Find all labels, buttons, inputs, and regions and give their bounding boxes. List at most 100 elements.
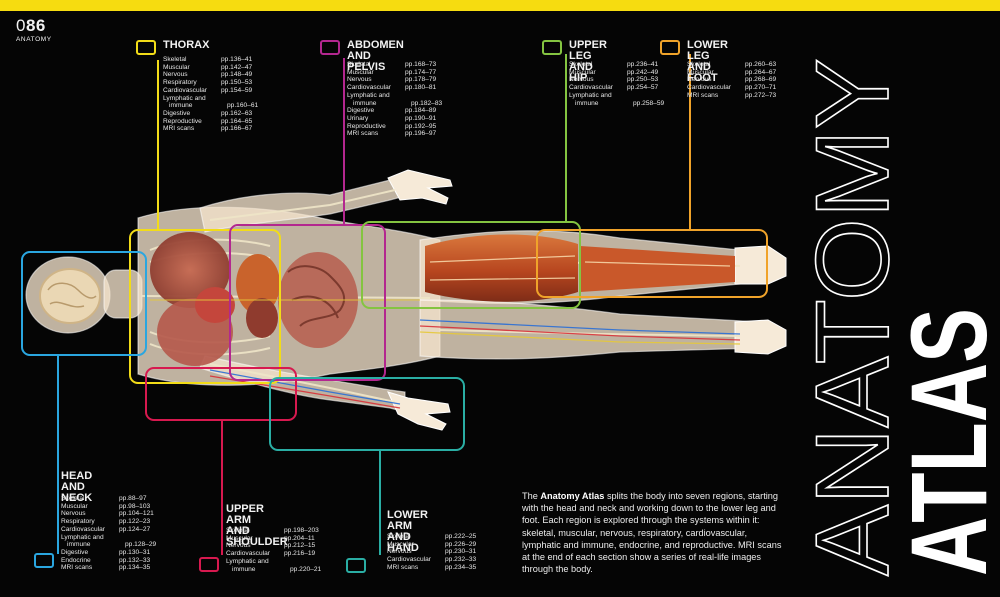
thigh-muscle xyxy=(425,234,578,302)
system-row: Lymphatic and xyxy=(226,557,269,565)
intro-paragraph: The Anatomy Atlas splits the body into s… xyxy=(522,491,782,575)
system-row: Lymphatic and xyxy=(61,533,104,541)
region-color-key xyxy=(136,40,156,55)
title-line-atlas: ATLAS xyxy=(888,308,1000,576)
top-accent-bar xyxy=(0,0,1000,11)
frame-upper-leg xyxy=(361,221,581,309)
arm-bones xyxy=(209,189,396,403)
left-hand-shape xyxy=(387,169,453,205)
system-row: Lymphatic and xyxy=(569,91,612,99)
brain-shape xyxy=(39,268,101,324)
liver xyxy=(236,254,280,314)
neck-shape xyxy=(103,269,143,319)
region-color-key xyxy=(320,40,340,55)
stomach xyxy=(246,298,278,338)
section-label: ANATOMY xyxy=(16,36,52,43)
right-foot-shape xyxy=(734,245,787,285)
region-color-key xyxy=(346,558,366,573)
right-hand-shape xyxy=(387,391,451,431)
calf-muscle xyxy=(580,246,735,292)
title-line-anatomy: ANATOMY xyxy=(795,58,911,576)
region-color-key xyxy=(542,40,562,55)
frame-abdomen xyxy=(229,224,386,381)
region-color-key xyxy=(660,40,680,55)
frame-thorax xyxy=(129,229,281,384)
system-row: Lymphatic and xyxy=(347,91,390,99)
frame-lower-arm xyxy=(269,377,465,451)
region-color-key xyxy=(34,553,54,568)
atlas-title: ANATOMY ATLAS xyxy=(794,57,1000,577)
left-foot-shape xyxy=(734,319,787,355)
page-number: 086 xyxy=(16,16,46,35)
frame-lower-leg xyxy=(536,229,768,298)
system-row: Lymphatic and xyxy=(163,94,206,102)
heart xyxy=(195,287,235,323)
frame-head xyxy=(21,251,147,356)
region-color-key xyxy=(199,557,219,572)
region-title: THORAX xyxy=(163,39,210,51)
